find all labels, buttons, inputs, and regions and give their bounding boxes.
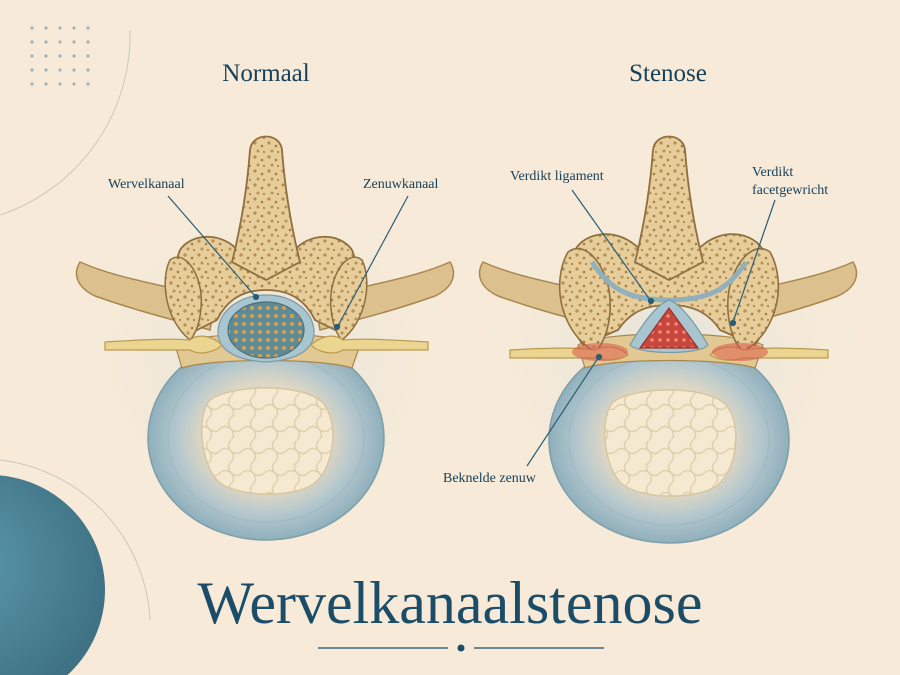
label-zenuwkanaal: Zenuwkanaal [363, 177, 439, 192]
normal-panel-title: Normaal [222, 60, 310, 87]
label-wervelkanaal: Wervelkanaal [108, 177, 185, 192]
label-beknelde-zenuw: Beknelde zenuw [443, 471, 536, 486]
leader-lines [167, 189, 776, 467]
page-title: Wervelkanaalstenose [197, 570, 703, 636]
label-verdikt-ligament: Verdikt ligament [510, 169, 604, 184]
title-divider [318, 644, 604, 652]
normal-vertebra [50, 135, 480, 545]
background-decoration [0, 26, 151, 675]
stenosis-panel-title: Stenose [629, 60, 707, 87]
label-verdikt-facetgewricht-line1: Verdikt [752, 165, 794, 180]
label-verdikt-facetgewricht-line2: facetgewricht [752, 183, 829, 198]
stenosis-vertebra [453, 135, 883, 545]
